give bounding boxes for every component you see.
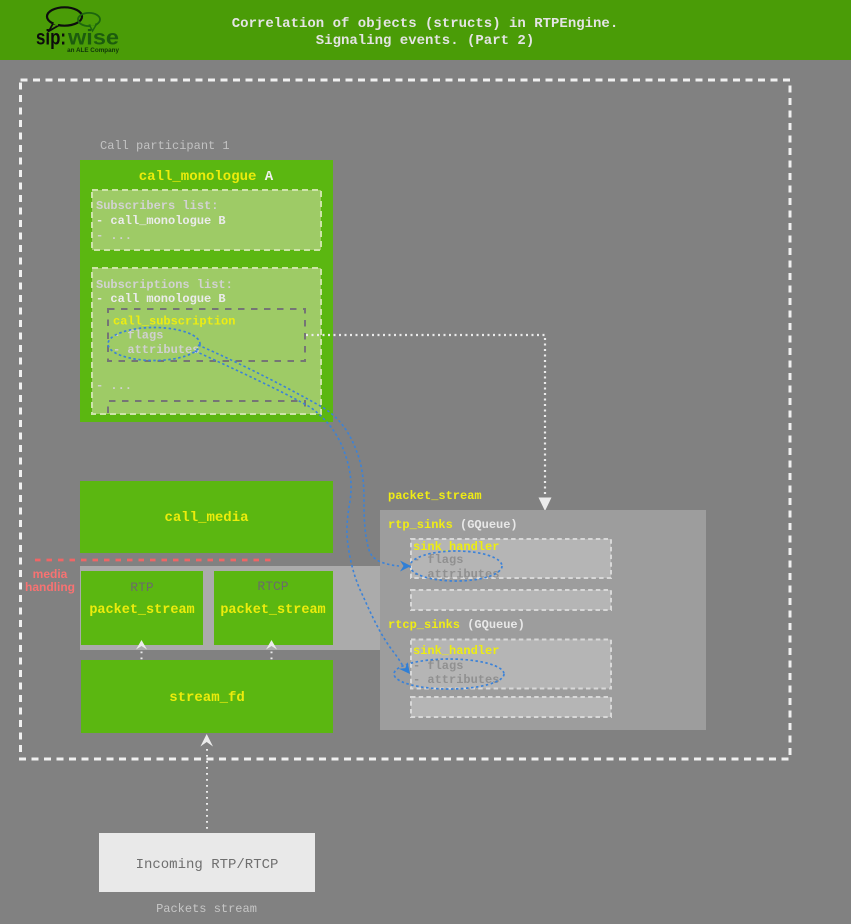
svg-text:RTCP: RTCP xyxy=(257,579,288,594)
svg-text:packet_stream: packet_stream xyxy=(388,489,482,503)
svg-text:Subscribers list:: Subscribers list: xyxy=(96,199,218,213)
svg-text:call_monologue A: call_monologue A xyxy=(139,169,274,185)
svg-text:stream_fd: stream_fd xyxy=(169,690,245,706)
svg-text:- attributes: - attributes xyxy=(413,673,499,687)
svg-text:- flags: - flags xyxy=(413,553,463,567)
svg-text:- ...: - ... xyxy=(96,229,132,243)
svg-text:an ALE Company: an ALE Company xyxy=(67,47,119,54)
svg-text:Correlation of objects (struct: Correlation of objects (structs) in RTPE… xyxy=(232,16,618,32)
svg-text:- flags: - flags xyxy=(413,659,463,673)
svg-text:sink_handler: sink_handler xyxy=(413,540,499,554)
svg-text:Subscriptions list:: Subscriptions list: xyxy=(96,278,233,292)
svg-text:wise: wise xyxy=(67,27,119,50)
svg-text:call_subscription: call_subscription xyxy=(113,315,235,329)
svg-text:- flags: - flags xyxy=(113,329,163,343)
svg-text:media: media xyxy=(33,567,68,581)
svg-text:sip:: sip: xyxy=(36,27,66,50)
svg-text:- attributes: - attributes xyxy=(113,343,199,357)
svg-text:- call monologue B: - call monologue B xyxy=(96,292,226,306)
svg-text:packet_stream: packet_stream xyxy=(89,603,194,618)
svg-text:- attributes: - attributes xyxy=(413,568,499,582)
svg-text:Packets stream: Packets stream xyxy=(156,902,257,916)
svg-text:rtp_sinks (GQueue): rtp_sinks (GQueue) xyxy=(388,518,518,532)
svg-text:- ...: - ... xyxy=(96,379,132,393)
svg-text:Incoming RTP/RTCP: Incoming RTP/RTCP xyxy=(136,857,279,873)
svg-text:packet_stream: packet_stream xyxy=(220,603,325,618)
svg-text:call_media: call_media xyxy=(164,510,249,526)
svg-text:Call participant 1: Call participant 1 xyxy=(100,139,230,153)
svg-text:rtcp_sinks (GQueue): rtcp_sinks (GQueue) xyxy=(388,618,525,632)
svg-text:handling: handling xyxy=(25,580,75,594)
svg-text:- call_monologue B: - call_monologue B xyxy=(96,214,226,228)
svg-text:Signaling events. (Part 2): Signaling events. (Part 2) xyxy=(316,33,534,49)
svg-text:sink_handler: sink_handler xyxy=(413,644,499,658)
svg-text:RTP: RTP xyxy=(130,580,154,595)
